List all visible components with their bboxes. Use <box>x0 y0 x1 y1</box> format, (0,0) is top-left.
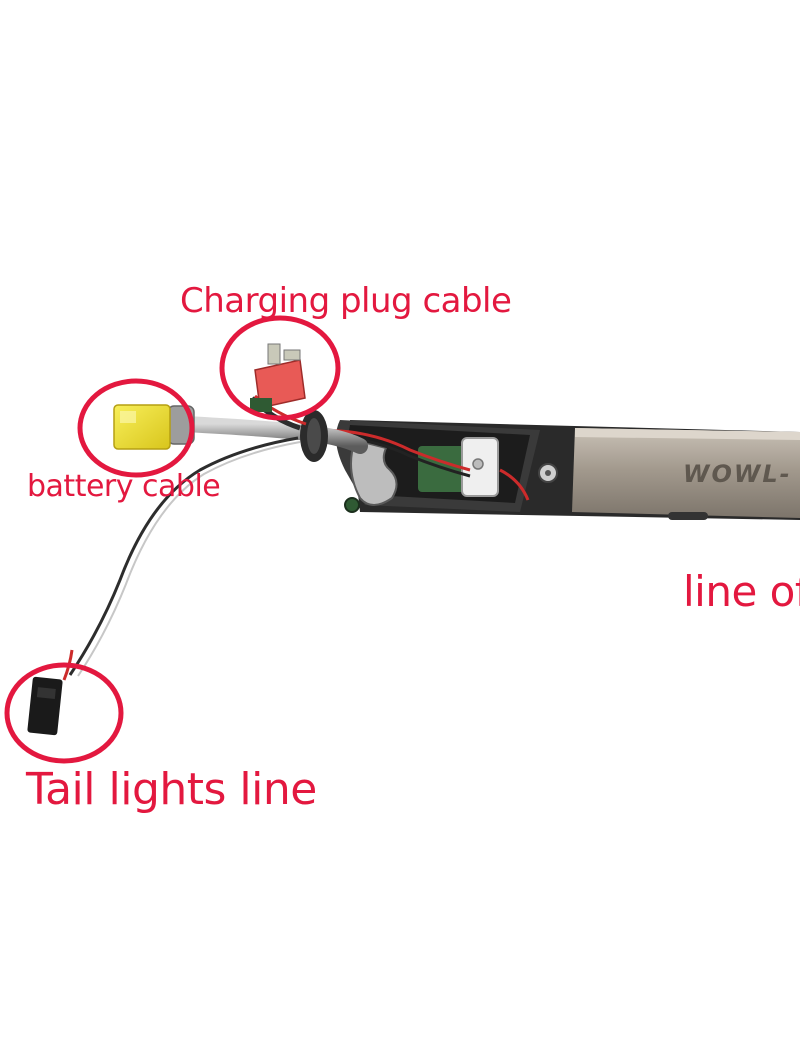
cable-bundle <box>177 410 368 462</box>
battery-cable-label: battery cable <box>27 469 221 504</box>
deck-logo: WOWL- <box>683 460 792 488</box>
tail-lights-line-label: Tail lights line <box>26 764 317 815</box>
charging-plug-cable-label: Charging plug cable <box>180 281 512 321</box>
annotation-circles <box>4 315 341 764</box>
tail-lights-circle <box>4 662 124 764</box>
battery-connector <box>113 404 195 450</box>
battery-cable-circle <box>77 378 195 478</box>
charging-connector <box>250 343 307 431</box>
charging-plug-circle <box>219 315 341 421</box>
line-of-label: line of <box>683 567 800 616</box>
tail-lights-connector <box>27 676 63 736</box>
hinge-bolt-icon <box>344 497 360 513</box>
